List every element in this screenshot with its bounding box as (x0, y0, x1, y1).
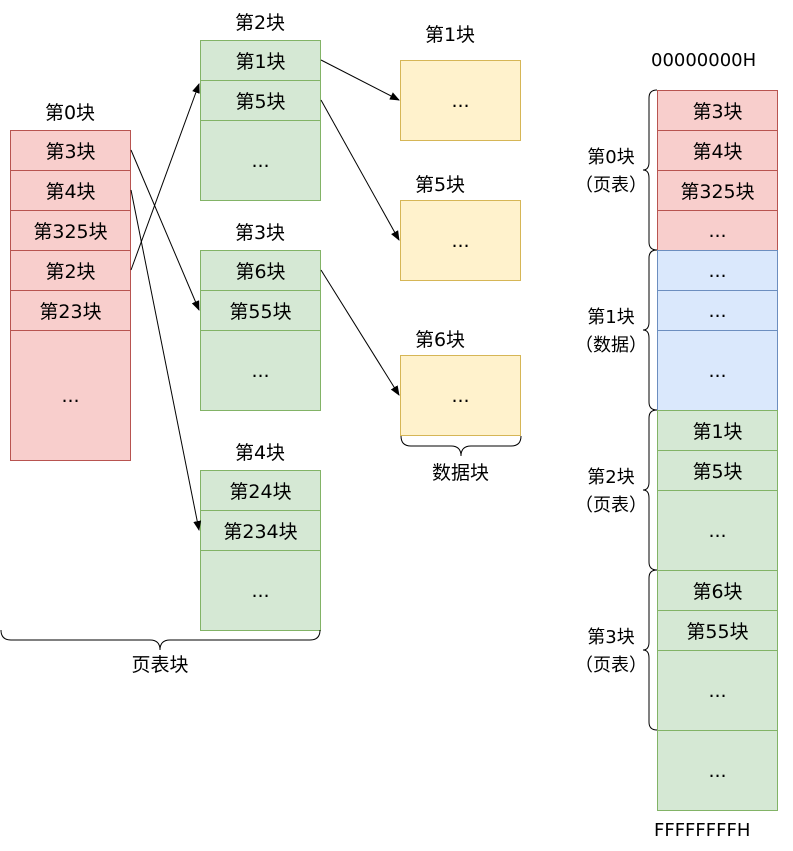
memory-cell: ... (657, 330, 778, 411)
data-block1: ... (400, 60, 521, 141)
segment-label: 第1块 （数据） (571, 304, 651, 360)
pointer-arrow (320, 99, 400, 241)
block3-entry: 第6块 (200, 250, 321, 291)
segment-label: 第2块 （页表） (571, 464, 651, 520)
pointer-arrow (130, 83, 200, 271)
end-address: FFFFFFFFH (654, 820, 751, 841)
memory-cell: ... (657, 210, 778, 251)
block3-title: 第3块 (234, 222, 286, 244)
pointer-arrow (130, 189, 202, 531)
memory-cell: ... (657, 650, 778, 731)
data-block-brace (400, 435, 522, 457)
segment-brace (642, 249, 658, 411)
segment-label-line1: 第1块 (587, 307, 635, 328)
memory-cell: ... (657, 290, 778, 331)
block2-title: 第2块 (234, 12, 286, 34)
segment-label-line1: 第2块 (587, 467, 635, 488)
pointer-arrow (320, 269, 400, 396)
start-address: 00000000H (651, 50, 757, 71)
segment-label: 第3块 （页表） (571, 624, 651, 680)
block0-title: 第0块 (44, 102, 96, 124)
data-block1-title: 第1块 (424, 24, 476, 46)
pointer-arrow (130, 149, 200, 311)
pointer-arrow (320, 59, 400, 101)
data-blocks-group-label: 数据块 (431, 462, 489, 484)
segment-brace (642, 409, 658, 571)
block0-entry: 第4块 (10, 170, 131, 211)
block4-entry: 第24块 (200, 470, 321, 511)
memory-cell: 第55块 (657, 610, 778, 651)
block4-entry: ... (200, 550, 321, 631)
memory-cell: 第1块 (657, 410, 778, 451)
segment-label-line1: 第0块 (587, 147, 635, 168)
block2-entry: 第1块 (200, 40, 321, 81)
block0-entry: ... (10, 330, 131, 461)
segment-label-line2: （页表） (575, 655, 647, 676)
segment-label-line2: （数据） (575, 335, 647, 356)
memory-cell: ... (657, 250, 778, 291)
block3-entry: 第55块 (200, 290, 321, 331)
block2-entry: ... (200, 120, 321, 201)
memory-cell: 第3块 (657, 90, 778, 131)
segment-brace (642, 569, 658, 731)
block2-entry: 第5块 (200, 80, 321, 121)
block3-entry: ... (200, 330, 321, 411)
segment-label-line2: （页表） (575, 495, 647, 516)
page-table-brace (0, 629, 321, 651)
data-block5: ... (400, 200, 521, 281)
data-block6-title: 第6块 (414, 329, 466, 351)
segment-label-line1: 第3块 (587, 627, 635, 648)
segment-brace (642, 89, 658, 251)
segment-label-line2: （页表） (575, 175, 647, 196)
block4-entry: 第234块 (200, 510, 321, 551)
block4-title: 第4块 (234, 442, 286, 464)
memory-cell: 第4块 (657, 130, 778, 171)
block0-entry: 第2块 (10, 250, 131, 291)
memory-cell: 第5块 (657, 450, 778, 491)
page-table-group-label: 页表块 (131, 654, 189, 676)
segment-label: 第0块 （页表） (571, 144, 651, 200)
data-block5-title: 第5块 (414, 174, 466, 196)
data-block6: ... (400, 355, 521, 436)
memory-cell: ... (657, 730, 778, 811)
block0-entry: 第23块 (10, 290, 131, 331)
